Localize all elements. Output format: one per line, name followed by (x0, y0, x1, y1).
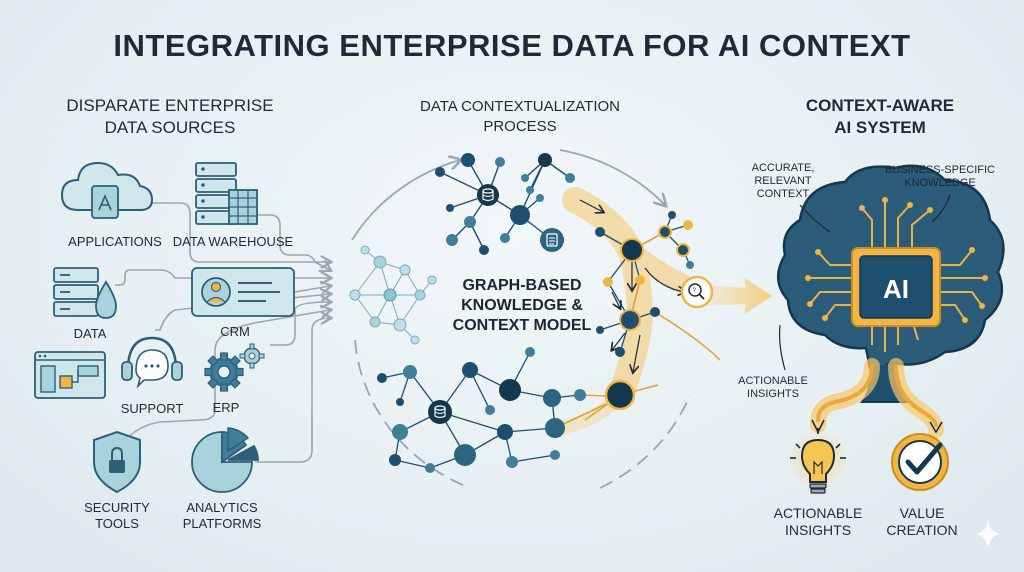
outcome-value-line-1: VALUE (899, 505, 945, 521)
ai-heading-line-1: CONTEXT-AWARE (805, 96, 955, 115)
shield-lock-icon (93, 430, 141, 494)
ai-heading: CONTEXT-AWARE AI SYSTEM (760, 95, 1000, 139)
outcome-actionable-line-2: INSIGHTS (784, 522, 852, 538)
callout-accurate-line-3: CONTEXT (756, 188, 810, 200)
callout-business-line-2: KNOWLEDGE (904, 177, 976, 189)
right-graph-nodes (595, 211, 694, 411)
ai-chip-label: AI (883, 274, 909, 304)
callout-business-line-1: BUSINESS-SPECIFIC (884, 164, 996, 176)
callout-actionable-insights: ACTIONABLE INSIGHTS (718, 375, 828, 401)
callout-accurate-context: ACCURATE, RELEVANT CONTEXT (728, 162, 838, 201)
process-heading-line-2: PROCESS (483, 118, 557, 135)
outcome-value-line-2: CREATION (886, 522, 958, 538)
query-search-icon: ? (680, 275, 714, 309)
callout-business-knowledge: BUSINESS-SPECIFIC KNOWLEDGE (870, 164, 1010, 190)
callout-leaders (778, 194, 951, 371)
process-heading: DATA CONTEXTUALIZATION PROCESS (380, 97, 660, 137)
process-heading-line-1: DATA CONTEXTUALIZATION (419, 98, 621, 115)
top-graph-nodes (435, 153, 575, 255)
source-label-analytics-platforms: ANALYTICS PLATFORMS (182, 500, 262, 531)
source-label-support: SUPPORT (120, 401, 184, 416)
flow-arrow-to-ai (705, 278, 772, 314)
source-label-erp: ERP (212, 400, 240, 415)
gears-icon (204, 343, 265, 392)
source-connectors (115, 202, 330, 463)
outcome-label-actionable-insights: ACTIONABLE INSIGHTS (758, 505, 878, 539)
headset-icon (121, 336, 183, 389)
source-label-crm: CRM (220, 324, 250, 339)
sparkle-icon (976, 520, 1000, 548)
callout-accurate-line-1: ACCURATE, (751, 162, 815, 174)
outcome-actionable-line-1: ACTIONABLE (773, 505, 863, 521)
source-label-data-warehouse: DATA WAREHOUSE (172, 234, 294, 249)
bottom-graph-nodes (377, 347, 586, 473)
lightbulb-icon (788, 428, 848, 494)
callout-actionable-line-2: INSIGHTS (747, 388, 799, 400)
entry-hub-nodes (349, 245, 437, 345)
pie-chart-icon (191, 427, 259, 493)
callout-actionable-line-1: ACTIONABLE (738, 375, 808, 387)
outcome-label-value-creation: VALUE CREATION (872, 505, 972, 539)
sources-heading-line-1: DISPARATE ENTERPRISE (66, 96, 274, 115)
database-icon-bottom (434, 405, 446, 419)
checkmark-icon (891, 433, 949, 491)
document-icon (546, 233, 558, 247)
callout-accurate-line-2: RELEVANT (754, 175, 812, 187)
contact-card-icon (191, 267, 295, 317)
source-label-data: DATA (73, 326, 107, 341)
cloud-app-icon (60, 161, 154, 219)
ai-brain-icon (777, 164, 1005, 403)
source-label-security-tools: SECURITY TOOLS (84, 500, 150, 531)
ai-heading-line-2: AI SYSTEM (834, 118, 926, 137)
dashboard-window-icon (34, 351, 106, 399)
sources-heading-line-2: DATA SOURCES (104, 118, 236, 137)
output-flows (810, 358, 944, 438)
server-table-icon (195, 162, 258, 225)
database-icon (482, 188, 494, 202)
server-drop-icon (53, 267, 117, 319)
process-cycle (351, 149, 691, 489)
graph-model-label: GRAPH-BASED KNOWLEDGE & CONTEXT MODEL (452, 277, 592, 334)
source-label-applications: APPLICATIONS (68, 234, 162, 249)
sources-heading: DISPARATE ENTERPRISE DATA SOURCES (40, 95, 300, 139)
page-title: INTEGRATING ENTERPRISE DATA FOR AI CONTE… (113, 28, 911, 63)
svg-text:?: ? (693, 288, 697, 294)
